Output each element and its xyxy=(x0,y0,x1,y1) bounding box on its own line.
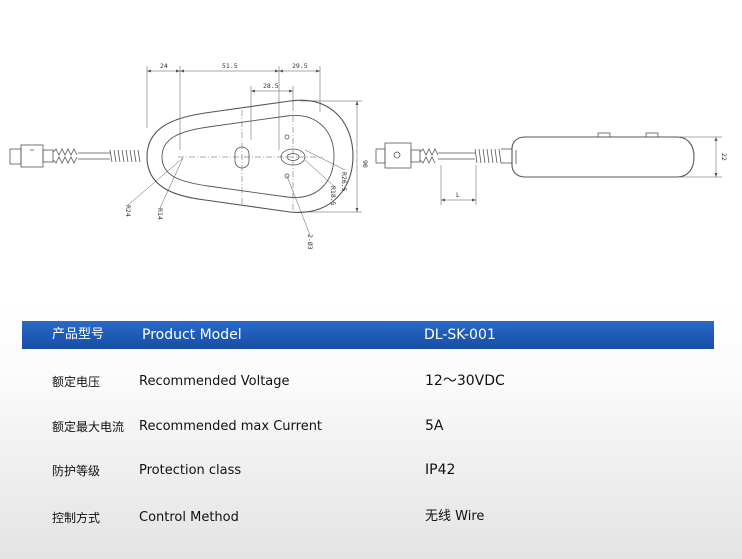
side-connector-body xyxy=(384,142,412,169)
dim-label-24: 24 xyxy=(160,62,168,70)
spec-label-en: Recommended Voltage xyxy=(139,374,290,389)
technical-drawing: 24 51.5 29.5 28.5 90 R26.5 R18.5 R24 R14… xyxy=(9,62,728,250)
spec-row-current: 额定最大电流 Recommended max Current 5A xyxy=(0,413,742,443)
top-view-drawing xyxy=(9,66,362,236)
dim-label-r18-5: R18.5 xyxy=(329,186,337,206)
spec-value: IP42 xyxy=(425,462,456,478)
spec-row-protection: 防护等级 Protection class IP42 xyxy=(0,457,742,487)
connector-tip xyxy=(9,148,22,165)
spec-label-cn: 额定电压 xyxy=(52,375,101,389)
dim-label-22: 22 xyxy=(720,153,728,161)
connector-body xyxy=(20,144,44,168)
spec-label-cn: 防护等级 xyxy=(52,464,101,478)
housing-inner-outline xyxy=(161,115,335,198)
spec-header-bar: 产品型号 Product Model DL-SK-001 xyxy=(22,321,714,349)
spec-value: 5A xyxy=(425,418,444,434)
technical-drawing-svg: 24 51.5 29.5 28.5 90 R26.5 R18.5 R24 R14… xyxy=(9,62,728,250)
dim-label-90: 90 xyxy=(361,160,369,168)
housing-outline xyxy=(146,99,354,213)
spec-label-cn: 额定最大电流 xyxy=(52,420,125,434)
side-button-1 xyxy=(597,132,611,138)
header-label-en: Product Model xyxy=(142,327,242,343)
dim-label-r24: R24 xyxy=(124,205,132,217)
dim-label-28-5: 28.5 xyxy=(263,82,279,90)
spec-label-en: Protection class xyxy=(139,463,242,478)
side-view-drawing xyxy=(375,132,722,205)
dim-label-l: L xyxy=(456,191,460,199)
spec-label-en: Control Method xyxy=(139,510,239,525)
side-housing xyxy=(511,136,695,178)
dim-label-29-5-top: 29.5 xyxy=(292,62,308,70)
side-button-2 xyxy=(645,132,659,138)
header-model-value: DL-SK-001 xyxy=(424,327,496,343)
header-label-cn: 产品型号 xyxy=(52,327,105,342)
top-view-dimension-labels: 24 51.5 29.5 28.5 90 R26.5 R18.5 R24 R14… xyxy=(124,62,369,250)
side-view-dimension-labels: 22 L xyxy=(456,153,728,199)
dim-label-r14: R14 xyxy=(156,208,164,220)
dim-label-2-d3: 2-Ø3 xyxy=(306,234,314,250)
spec-table: 产品型号 Product Model DL-SK-001 额定电压 Recomm… xyxy=(0,300,742,559)
dim-label-51-5: 51.5 xyxy=(222,62,238,70)
spec-label-en: Recommended max Current xyxy=(139,419,323,434)
spec-value: 12～30VDC xyxy=(425,373,505,389)
spec-row-control: 控制方式 Control Method 无线 Wire xyxy=(0,504,742,534)
spec-label-cn: 控制方式 xyxy=(52,511,101,525)
spec-row-voltage: 额定电压 Recommended Voltage 12～30VDC xyxy=(0,368,742,398)
dim-label-r26-5: R26.5 xyxy=(340,172,348,192)
spec-value: 无线 Wire xyxy=(425,509,485,524)
